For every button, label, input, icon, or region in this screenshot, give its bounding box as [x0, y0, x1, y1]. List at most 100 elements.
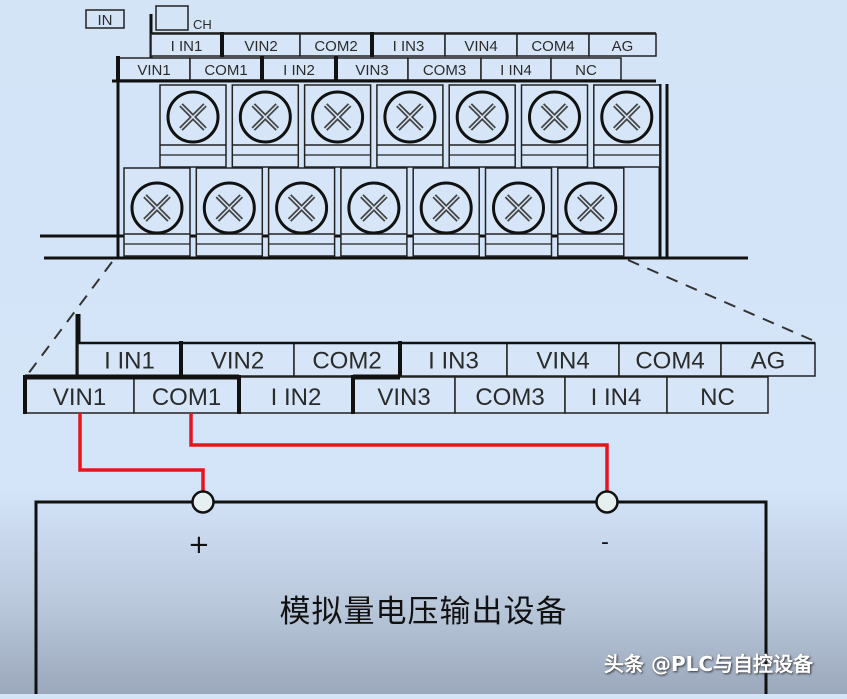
device-title: 模拟量电压输出设备 [279, 594, 568, 630]
in-box [85, 9, 125, 29]
screw-head-icon [492, 181, 545, 235]
screw-head-icon [238, 90, 292, 144]
terminal-label: VIN2 [244, 38, 277, 55]
in-label: IN [98, 12, 113, 29]
screw-head-icon [419, 181, 473, 235]
terminal-screw [557, 167, 625, 257]
terminal-label-cell: VIN4 [444, 33, 518, 57]
terminal-screw [340, 167, 408, 257]
terminal-label-cell: COM1 [189, 57, 263, 81]
terminal-screw [448, 84, 516, 168]
terminal-screw [123, 167, 191, 257]
terminal-label: VIN3 [377, 384, 430, 411]
terminal-label: I IN1 [104, 348, 155, 375]
terminal-screw [195, 167, 264, 257]
screw-head-icon [166, 90, 220, 144]
terminal-label-cell: VIN1 [116, 56, 191, 81]
terminal-label: NC [700, 384, 735, 411]
ch-label: CH [193, 17, 212, 32]
terminal-label-cell: AG [720, 342, 816, 377]
terminal-label: VIN1 [53, 384, 106, 411]
terminal-screw [484, 167, 553, 257]
plus-terminal-label: + [188, 530, 210, 560]
zoom-guide-left [27, 261, 113, 375]
terminal-label-cell: COM4 [618, 342, 722, 377]
terminal-label-cell: I IN4 [480, 57, 552, 81]
screw-head-icon [383, 90, 437, 144]
terminal-screw [303, 84, 372, 168]
terminal-label: I IN4 [500, 62, 532, 79]
screw-row-top [159, 84, 661, 168]
screw-head-icon [528, 90, 581, 144]
terminal-label: COM1 [204, 62, 247, 79]
terminal-label: COM4 [531, 38, 574, 55]
minus-terminal-label: - [601, 530, 609, 555]
terminal-label: COM3 [475, 384, 544, 411]
terminal-label: I IN4 [591, 384, 642, 411]
terminal-label-cell: VIN4 [506, 342, 620, 377]
screw-row-bottom [123, 167, 625, 257]
terminal-label: VIN1 [137, 62, 170, 79]
terminal-screw [159, 84, 227, 168]
terminal-label-cell: I IN4 [564, 376, 668, 414]
terminal-label-cell: VIN3 [351, 375, 456, 414]
screw-head-icon [564, 181, 618, 235]
screw-head-icon [202, 181, 256, 235]
terminal-label-cell: VIN2 [220, 32, 301, 57]
terminal-label: COM4 [635, 348, 704, 375]
terminal-label: COM2 [314, 38, 357, 55]
screw-head-icon [275, 181, 329, 235]
terminal-label: VIN3 [355, 62, 388, 79]
terminal-label-cell: I IN3 [370, 32, 446, 57]
terminal-label: I IN1 [171, 38, 203, 55]
terminal-label-cell: I IN1 [150, 33, 223, 57]
terminal-label-cell: AG [588, 33, 657, 57]
screw-head-icon [455, 90, 509, 144]
minus-terminal-node [595, 490, 619, 514]
terminal-label-cell: COM3 [454, 376, 566, 414]
watermark: 头条 @PLC与自控设备 [604, 652, 814, 676]
screw-head-icon [600, 90, 654, 144]
terminal-label: COM3 [423, 62, 466, 79]
terminal-label: VIN4 [536, 348, 589, 375]
terminal-screw [520, 84, 589, 168]
terminal-label: COM1 [152, 384, 221, 411]
terminal-label: AG [751, 348, 786, 375]
plus-terminal-node [191, 490, 215, 514]
enlarged-bottom-label-row: VIN1 COM1 I IN2 VIN3 COM3 I IN4 NC [23, 374, 769, 414]
screw-head-icon [130, 181, 184, 235]
wire-com1-to-minus [189, 413, 609, 492]
terminal-label-cell: I IN3 [398, 341, 508, 377]
terminal-screw [412, 167, 480, 257]
terminal-label-cell: COM1 [133, 376, 240, 414]
terminal-label-cell: COM4 [516, 33, 590, 57]
terminal-screw [376, 84, 444, 168]
terminal-label: I IN3 [428, 348, 479, 375]
terminal-label-cell: COM2 [293, 342, 401, 377]
terminal-label-cell: VIN1 [23, 375, 135, 414]
analog-output-device [34, 490, 768, 694]
wires [78, 413, 609, 492]
wire-vin1-to-plus [78, 413, 205, 492]
ch-box [155, 5, 189, 31]
terminal-label-cell: NC [666, 376, 769, 414]
terminal-label: I IN2 [271, 384, 322, 411]
terminal-label-cell: COM2 [299, 33, 373, 57]
terminal-label: VIN4 [464, 38, 497, 55]
terminal-label: I IN3 [393, 38, 425, 55]
screw-head-icon [347, 181, 401, 235]
terminal-screw [231, 84, 300, 168]
terminal-label: I IN2 [283, 62, 315, 79]
terminal-label-cell: VIN2 [179, 341, 295, 377]
terminal-label-cell: VIN3 [334, 56, 409, 81]
terminal-screw [593, 84, 661, 168]
terminal-screw [267, 167, 336, 257]
terminal-label-cell: I IN2 [237, 375, 354, 414]
terminal-label-cell: I IN1 [77, 342, 182, 377]
